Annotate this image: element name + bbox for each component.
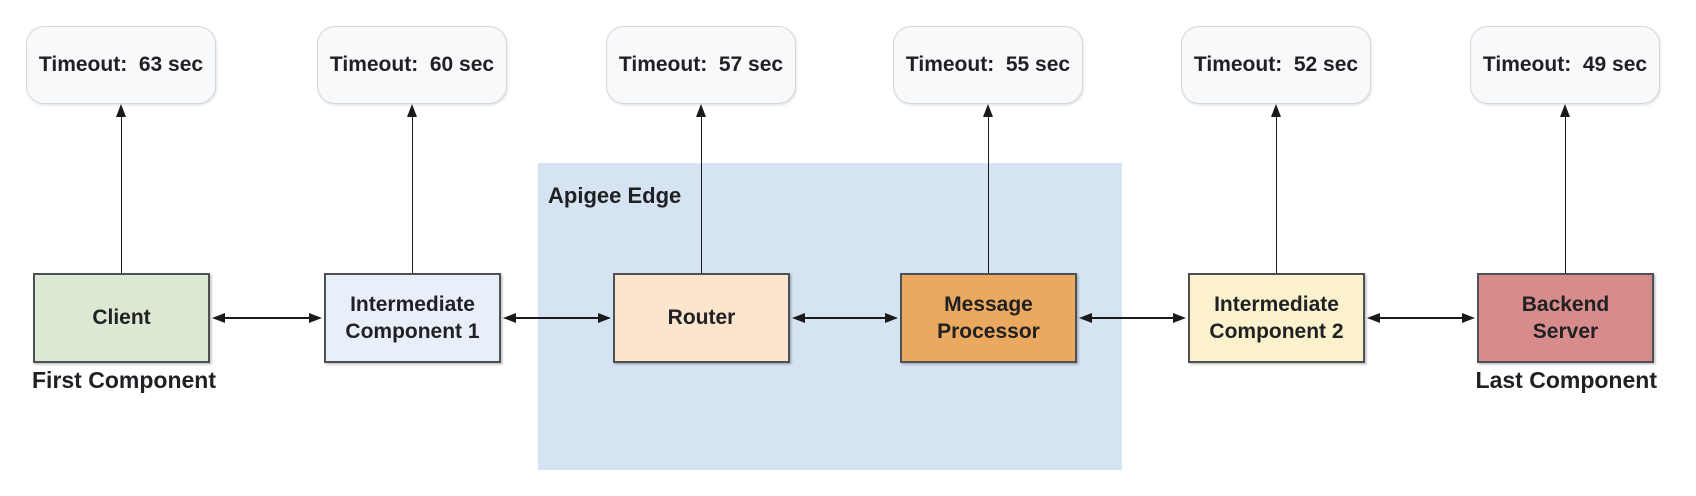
arrowhead-up-intermediate-1-icon: [407, 104, 417, 117]
component-box-intermediate-1: Intermediate Component 1: [324, 273, 501, 363]
component-box-client: Client: [33, 273, 210, 363]
timeout-box-client: Timeout: 63 sec: [26, 26, 216, 104]
component-label-client: Client: [92, 306, 151, 330]
arrow-up-router: [700, 114, 703, 273]
arrowhead-right-3-icon: [885, 312, 898, 323]
arrowhead-up-intermediate-2-icon: [1271, 104, 1281, 117]
component-label-intermediate-2: Intermediate Component 2: [1209, 292, 1344, 343]
timeout-label-client: Timeout: 63 sec: [38, 53, 204, 76]
arrowhead-up-client-icon: [116, 104, 126, 117]
component-box-backend: Backend Server: [1477, 273, 1654, 363]
timeout-label-intermediate-2: Timeout: 52 sec: [1193, 53, 1359, 76]
arrow-up-message-processor: [987, 114, 990, 273]
component-label-router: Router: [667, 306, 736, 330]
arrowhead-left-4-icon: [1079, 312, 1092, 323]
arrowhead-right-4-icon: [1173, 312, 1186, 323]
arrow-up-intermediate-2: [1275, 114, 1278, 273]
component-box-intermediate-2: Intermediate Component 2: [1188, 273, 1365, 363]
timeout-label-intermediate-1: Timeout: 60 sec: [329, 53, 495, 76]
arrow-message-processor-intermediate-2: [1089, 317, 1176, 319]
arrow-intermediate-1-router: [513, 317, 601, 319]
timeout-label-router: Timeout: 57 sec: [618, 53, 784, 76]
arrowhead-up-router-icon: [696, 104, 706, 117]
last-component-caption: Last Component: [1475, 367, 1657, 393]
arrowhead-right-5-icon: [1462, 312, 1475, 323]
first-component-caption: First Component: [32, 367, 216, 393]
timeout-box-router: Timeout: 57 sec: [606, 26, 796, 104]
timeout-label-backend: Timeout: 49 sec: [1482, 53, 1648, 76]
arrowhead-up-backend-icon: [1560, 104, 1570, 117]
arrowhead-left-5-icon: [1367, 312, 1380, 323]
component-box-router: Router: [613, 273, 790, 363]
arrowhead-up-message-processor-icon: [983, 104, 993, 117]
component-label-intermediate-1: Intermediate Component 1: [345, 292, 480, 343]
arrowhead-left-1-icon: [212, 312, 225, 323]
arrow-up-backend: [1564, 114, 1567, 273]
timeout-box-message-processor: Timeout: 55 sec: [893, 26, 1083, 104]
arrow-client-intermediate-1: [222, 317, 314, 319]
apigee-edge-label: Apigee Edge: [548, 183, 682, 208]
component-label-backend: Backend Server: [1521, 292, 1610, 343]
arrow-router-message-processor: [802, 317, 888, 319]
arrowhead-left-2-icon: [503, 312, 516, 323]
component-label-message-processor: Message Processor: [937, 292, 1040, 343]
timeout-box-backend: Timeout: 49 sec: [1470, 26, 1660, 104]
timeout-label-message-processor: Timeout: 55 sec: [905, 53, 1071, 76]
component-box-message-processor: Message Processor: [900, 273, 1077, 363]
arrowhead-right-1-icon: [309, 312, 322, 323]
arrow-intermediate-2-backend: [1377, 317, 1465, 319]
arrowhead-right-2-icon: [598, 312, 611, 323]
timeout-box-intermediate-2: Timeout: 52 sec: [1181, 26, 1371, 104]
timeout-box-intermediate-1: Timeout: 60 sec: [317, 26, 507, 104]
arrow-up-intermediate-1: [411, 114, 414, 273]
arrowhead-left-3-icon: [792, 312, 805, 323]
arrow-up-client: [120, 114, 123, 273]
